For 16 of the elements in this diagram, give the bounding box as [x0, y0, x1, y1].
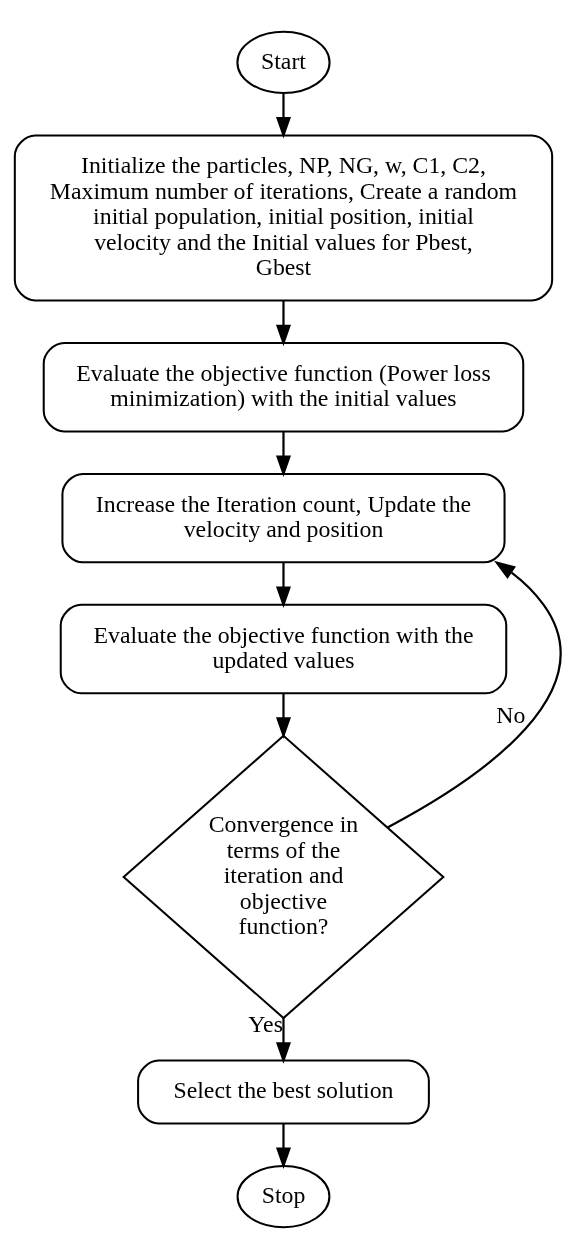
arrow [275, 693, 291, 739]
arrow [275, 1123, 291, 1169]
node-box: Evaluate the objective function with the updated values [59, 603, 508, 695]
arrow [275, 93, 291, 139]
node-box: Initialize the particles, NP, NG, w, C1, C2, Maximum number of iterations, Create a random initial population, initial position, initial velocity and the Initial values for Pbest, Gbest [13, 134, 554, 302]
arrow [275, 563, 291, 608]
node-box: Evaluate the objective function (Power loss minimization) with the initial values [42, 341, 525, 433]
node-box: Select the best solution [137, 1059, 430, 1125]
node-ellipse: Start [236, 30, 331, 95]
arrow [275, 432, 291, 478]
arrow [275, 300, 291, 347]
arrow [387, 560, 562, 829]
node-ellipse: Stop [236, 1164, 331, 1229]
edge-label: No [496, 701, 526, 728]
node-box: Increase the Iteration count, Update the velocity and position [61, 472, 506, 564]
arrow [275, 1018, 291, 1064]
